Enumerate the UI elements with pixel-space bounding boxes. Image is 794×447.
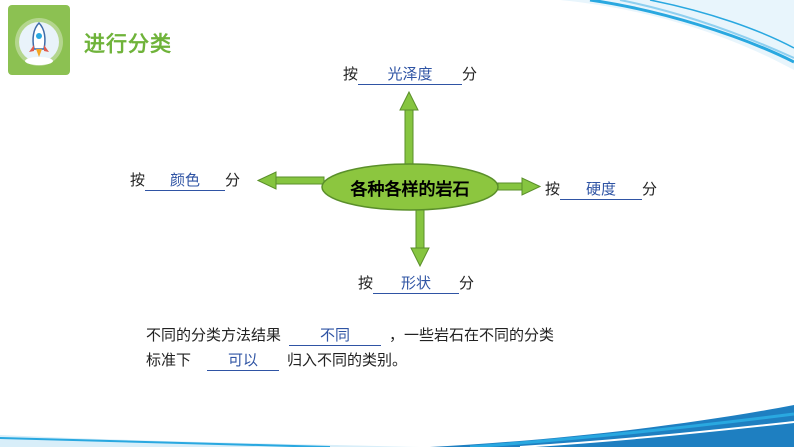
answer-para2: 可以 bbox=[207, 349, 280, 371]
rocket-icon bbox=[15, 18, 63, 66]
answer-right: 硬度 bbox=[560, 178, 643, 200]
para2-prefix: 标准下 bbox=[146, 351, 192, 369]
para1-suffix: ，一些岩石在不同的分类 bbox=[389, 326, 555, 344]
label-right-prefix: 按 bbox=[545, 180, 561, 198]
answer-bottom: 形状 bbox=[373, 272, 460, 294]
arrow-right bbox=[497, 177, 542, 196]
answer-top: 光泽度 bbox=[358, 63, 463, 85]
label-top-prefix: 按 bbox=[343, 65, 359, 83]
label-right-suffix: 分 bbox=[642, 180, 658, 198]
label-top: 按光泽度分 bbox=[343, 63, 477, 85]
rocket-badge bbox=[8, 5, 70, 75]
label-left: 按颜色分 bbox=[130, 169, 240, 191]
answer-para1: 不同 bbox=[289, 324, 382, 346]
label-left-prefix: 按 bbox=[130, 171, 146, 189]
center-ellipse bbox=[321, 163, 499, 211]
arrow-down bbox=[410, 207, 430, 268]
paragraph-line-1: 不同的分类方法结果不同 ，一些岩石在不同的分类 bbox=[146, 324, 554, 346]
label-left-suffix: 分 bbox=[225, 171, 241, 189]
label-bottom-prefix: 按 bbox=[358, 274, 374, 292]
label-right: 按硬度分 bbox=[545, 178, 657, 200]
para2-suffix: 归入不同的类别。 bbox=[287, 351, 408, 369]
para1-prefix: 不同的分类方法结果 bbox=[146, 326, 282, 344]
label-top-suffix: 分 bbox=[462, 65, 478, 83]
label-bottom-suffix: 分 bbox=[459, 274, 475, 292]
answer-left: 颜色 bbox=[145, 169, 226, 191]
center-label: 各种各样的岩石 bbox=[350, 179, 470, 200]
page-title: 进行分类 bbox=[84, 32, 172, 56]
label-bottom: 按形状分 bbox=[358, 272, 474, 294]
arrow-left bbox=[256, 171, 325, 190]
paragraph-line-2: 标准下可以归入不同的类别。 bbox=[146, 349, 407, 371]
arrow-up bbox=[399, 90, 419, 167]
